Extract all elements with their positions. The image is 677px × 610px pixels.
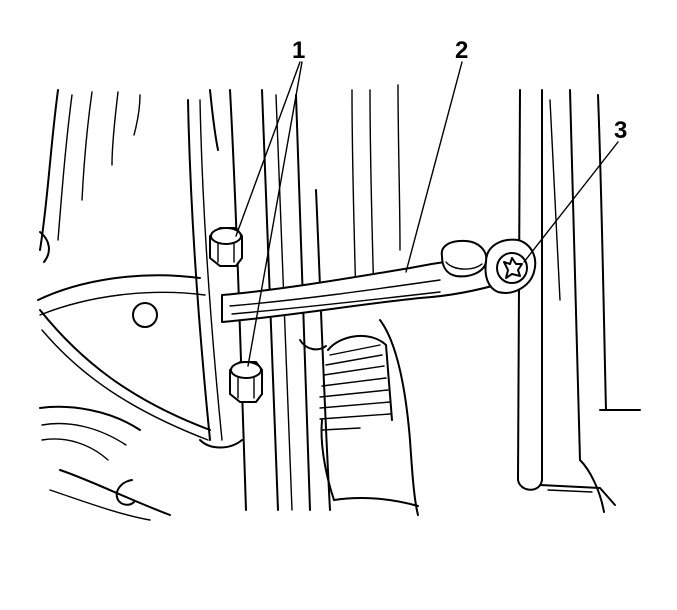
wiring-harness [319, 319, 419, 516]
body-hole-lower [115, 479, 135, 506]
torx-bolt [496, 252, 528, 284]
door-edge [517, 89, 641, 513]
body-panel [37, 89, 243, 521]
leader-3 [523, 141, 619, 263]
leader-1-lower [247, 61, 303, 367]
callout-3: 3 [614, 117, 627, 144]
hinge-pillar [229, 84, 401, 511]
upper-nut [209, 227, 243, 267]
lower-nut [229, 361, 263, 403]
link-pin-boss [440, 239, 488, 278]
body-hole [132, 302, 158, 328]
leader-lines [235, 61, 619, 367]
leader-1-upper [235, 61, 301, 237]
callout-2: 2 [455, 37, 468, 64]
callout-1: 1 [292, 37, 305, 64]
leader-2 [405, 61, 463, 273]
